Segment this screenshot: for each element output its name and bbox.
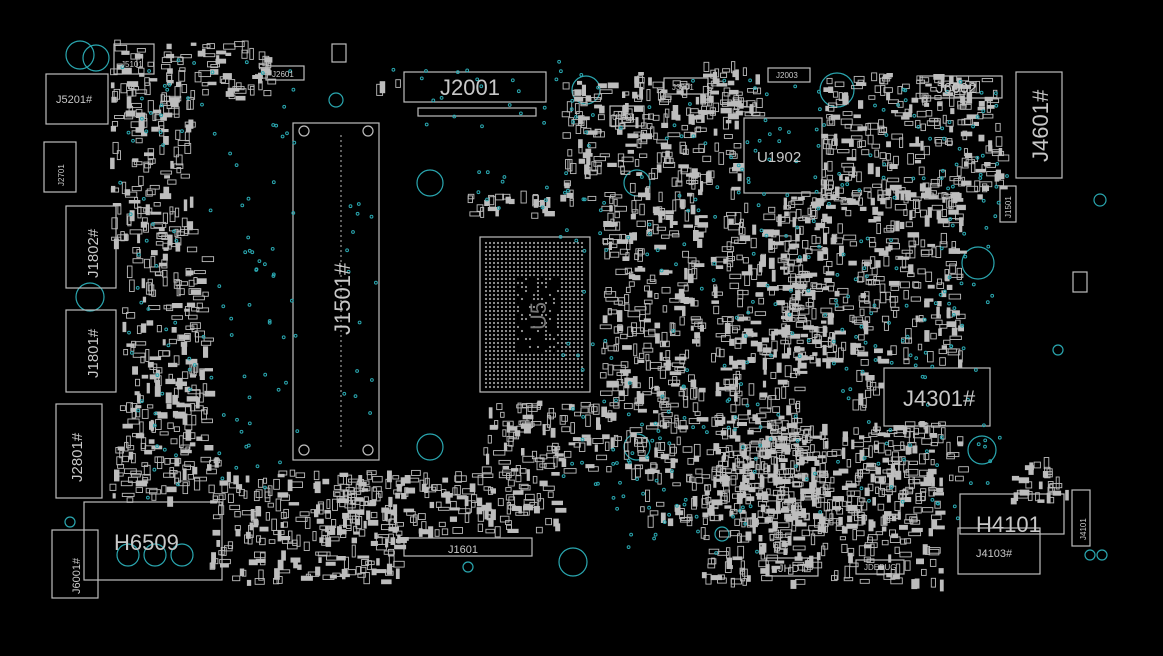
label-u1902: U1902	[757, 149, 801, 166]
label-j1802: J1802#	[85, 228, 102, 278]
label-j1501-small: J1501	[1004, 196, 1013, 218]
label-jhdt: JHDT	[778, 563, 806, 575]
label-j2801: J2801#	[69, 432, 86, 482]
label-j2701: J2701	[57, 164, 66, 186]
label-h6509: H6509	[114, 530, 179, 555]
label-j3901: J3901	[672, 83, 694, 92]
cpu-bga-grid	[484, 241, 584, 389]
label-j4101: J4101	[1079, 518, 1088, 540]
label-j2001: J2001	[440, 75, 500, 100]
label-j6001: J6001#	[71, 557, 83, 594]
label-j2003: J2003	[776, 71, 798, 80]
label-j1501: J1501#	[330, 262, 355, 335]
vias	[118, 58, 1009, 555]
label-j5101: J5101	[121, 60, 143, 69]
label-j6002: J6002	[936, 80, 977, 97]
label-j1801: J1801#	[85, 328, 102, 378]
label-j5201: J5201#	[56, 94, 93, 106]
label-cpu: U5	[526, 302, 551, 330]
label-j1601: J1601	[448, 544, 478, 556]
label-jdebug: JDEBUG	[864, 563, 896, 572]
label-j4601: J4601#	[1028, 89, 1053, 162]
label-j2601: J2601	[272, 70, 294, 79]
label-u1901: U1901	[612, 113, 636, 122]
smd-components	[109, 39, 1069, 592]
label-j4103: J4103#	[976, 548, 1013, 560]
label-j4301: J4301#	[903, 386, 976, 411]
label-h4101: H4101	[976, 512, 1041, 537]
reference-designators: J2001 J1501# U1902 J6002 J4601# J5201# J…	[56, 60, 1088, 594]
